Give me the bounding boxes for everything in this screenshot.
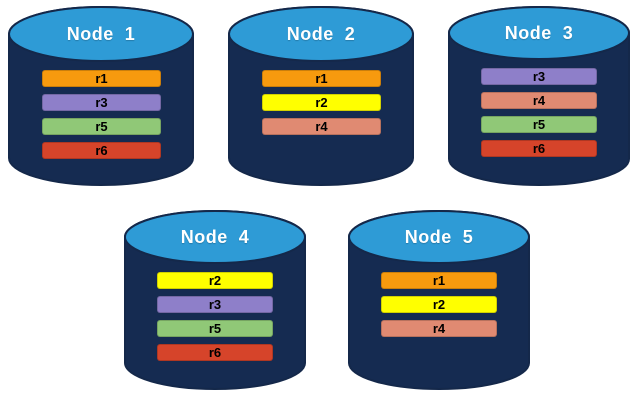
replica-bar-r5[interactable]: r5 (157, 320, 273, 337)
cylinder-top-ellipse (448, 6, 630, 60)
replica-bar-r3[interactable]: r3 (42, 94, 161, 111)
cylinder-top-ellipse (124, 210, 306, 264)
replica-bar-r2[interactable]: r2 (262, 94, 381, 111)
replica-bar-r6[interactable]: r6 (157, 344, 273, 361)
replica-bar-r6[interactable]: r6 (42, 142, 161, 159)
cylinder-top-ellipse (8, 6, 194, 62)
replica-bar-r1[interactable]: r1 (262, 70, 381, 87)
cylinder-top-ellipse (228, 6, 414, 62)
replica-bar-r4[interactable]: r4 (262, 118, 381, 135)
cylinder-top-ellipse (348, 210, 530, 264)
replica-bar-r6[interactable]: r6 (481, 140, 597, 157)
replica-bar-r1[interactable]: r1 (381, 272, 497, 289)
replica-bar-r2[interactable]: r2 (381, 296, 497, 313)
replica-bar-r5[interactable]: r5 (481, 116, 597, 133)
replica-bar-r1[interactable]: r1 (42, 70, 161, 87)
replica-bar-r2[interactable]: r2 (157, 272, 273, 289)
replica-bar-r4[interactable]: r4 (481, 92, 597, 109)
replica-bar-r5[interactable]: r5 (42, 118, 161, 135)
replica-bar-r4[interactable]: r4 (381, 320, 497, 337)
replica-bar-r3[interactable]: r3 (157, 296, 273, 313)
replica-bar-r3[interactable]: r3 (481, 68, 597, 85)
